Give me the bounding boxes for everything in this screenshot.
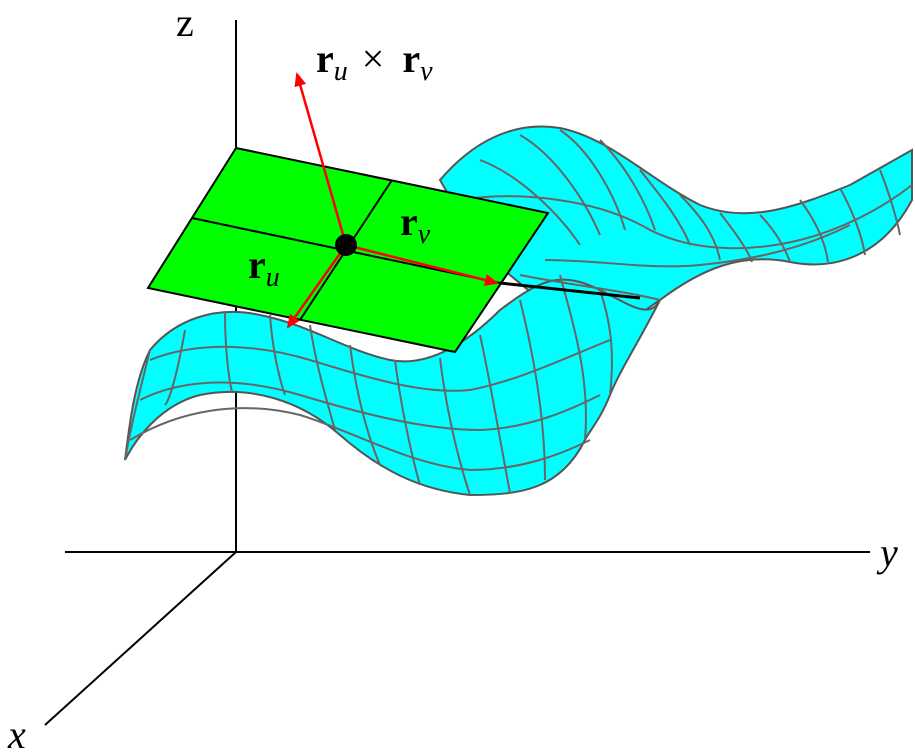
rv-vector-arrow [345, 243, 499, 286]
point-marker [335, 234, 357, 256]
ru-vector-arrow [286, 244, 348, 329]
z-axis-label: z [176, 0, 194, 45]
normal-vector-label: ru×rv [316, 36, 433, 87]
surface-grid [124, 129, 913, 496]
normal-vector-arrow [294, 72, 348, 246]
ru-vector-label: ru [248, 242, 280, 293]
x-axis-label: x [7, 712, 26, 754]
surface [124, 125, 913, 497]
vectors [286, 72, 499, 329]
rv-vector-label: rv [400, 199, 431, 250]
y-axis-label: y [876, 530, 898, 575]
x-axis [44, 551, 237, 726]
surface-line-extension [499, 281, 641, 300]
